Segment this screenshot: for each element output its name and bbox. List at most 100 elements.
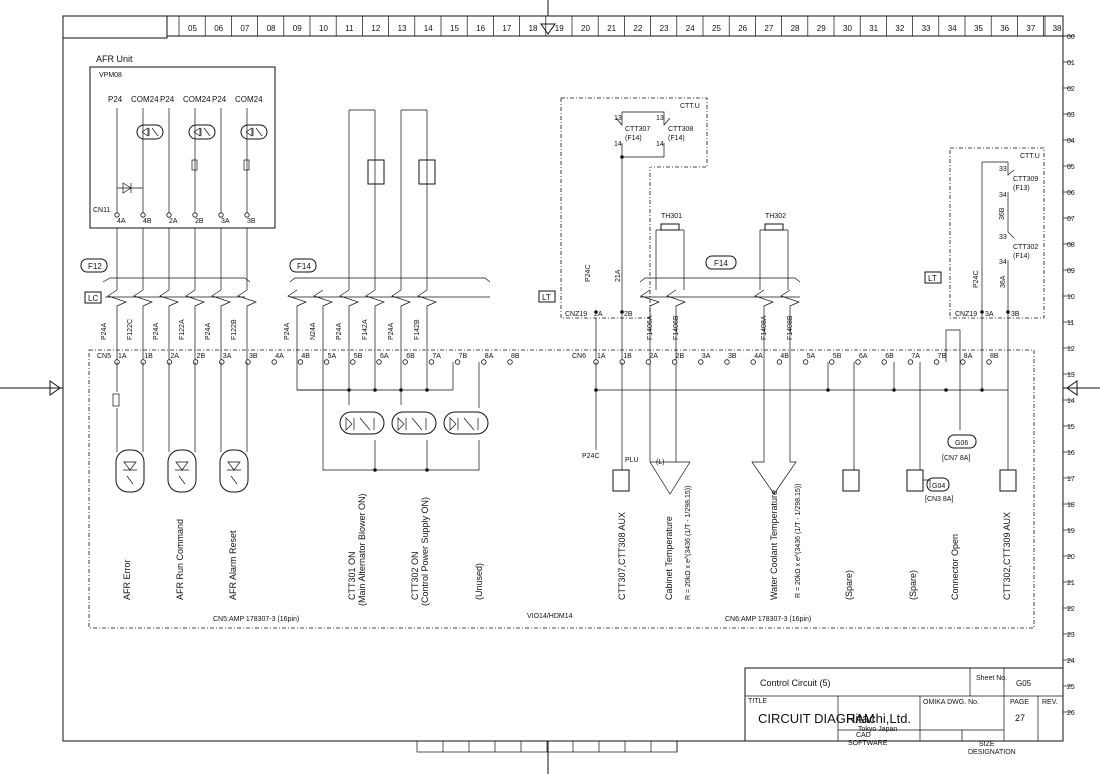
grid-col-label: 29 [817,24,826,33]
board-cn5-label: CN5:AMP 178307-3 (16pin) [213,616,299,623]
afr-pin-4b: 4B [143,218,152,225]
cn5-pin-label: 8B [511,353,520,360]
cn5-pin-6b [402,359,408,365]
afr-pin-3a: 3A [221,218,230,225]
ctt2-pin-3a: 3A [985,311,994,318]
function-label: (Unused) [474,563,484,600]
ctt2-c2-name: CTT302 [1013,244,1038,251]
afr-pin-2a: 2A [169,218,178,225]
opto-afr-run-icon [167,449,197,493]
afr-top-term-4: COM24 [183,95,211,104]
afr-top-term-2: COM24 [131,95,159,104]
grid-col-label: 09 [293,24,302,33]
grid-col-label: 18 [529,24,538,33]
label-g04-ref: [CN3 8A] [925,496,953,503]
grid-col-label: 06 [214,24,223,33]
grid-col-label: 26 [738,24,747,33]
ctt1-c1-name: CTT307 [625,126,650,133]
cn5-pin-label: 7B [459,353,468,360]
cn6-pin-3b [724,359,730,365]
board-name-label: VIO14/HDM14 [527,613,573,620]
cn6-pin-2a [645,359,652,365]
cn5-name: CN5 [97,353,111,360]
cn5-pin-label: 2B [197,353,206,360]
afr-top-term-3: P24 [160,95,175,104]
cn6-pin-6b [881,359,887,365]
afr-pin-2b: 2B [195,218,204,225]
title-cad: CAD [856,732,871,739]
wire-label-cn5: F122C [127,319,134,340]
wire-label-cn5b: F142A [362,319,369,340]
wire-label-cn6: F1408B [787,315,794,340]
grid-col-label: 23 [660,24,669,33]
cn5-pin-3b [245,359,251,365]
th301-label: TH301 [661,213,682,220]
title-rev-caption: REV. [1042,699,1058,706]
wire-label-cn5: P24A [153,323,160,340]
grid-row-label: 14 [1067,398,1075,405]
io-board-outline: CN5:AMP 178307-3 (16pin) VIO14/HDM14 CN6… [88,349,1035,629]
ctt2-mid-label: 36B [999,207,1006,220]
cn5-pin-2a [166,359,173,365]
cn5-pin-3a [219,359,225,365]
ctt2-c2-top: 33 [999,234,1007,241]
cn6-pin-label: 5A [807,353,816,360]
cn6-pin-label: 1B [623,353,632,360]
cn5-pin-label: 5A [328,353,337,360]
label-g04: G04 [932,483,945,490]
cn5-pin-7b [454,359,461,365]
ctt2-title: CTT.U [1020,153,1040,160]
cn5-pin-label: 1B [144,353,153,360]
wire-label-cn5: F122B [231,319,238,340]
wire-label-cn5: P24A [101,323,108,340]
afr-board-label: VPM08 [99,72,122,79]
title-sheet-no: G05 [1016,679,1032,688]
function-label: CTT302 ON [410,551,420,600]
ctt2-c1-name: CTT309 [1013,176,1038,183]
cn5-pin-label: 4A [275,353,284,360]
grid-col-label: 35 [974,24,983,33]
label-g06-ref: [CN7 8A] [942,455,970,462]
cn6-pin-4a [750,359,756,365]
cn6-pin-6a [855,359,861,365]
grid-col-label: 14 [424,24,433,33]
function-label: (Spare) [908,570,918,600]
afr-pin-3b: 3B [247,218,256,225]
grid-col-label: 38 [1053,24,1062,33]
cn5-pin-label: 2A [170,353,179,360]
coolant-formula: R = 20kΩ x e^(3436 (1/T - 1/298.15)) [795,484,802,598]
cn6-pin-label: 6B [885,353,894,360]
cn5-pin-label: 6B [406,353,415,360]
board-optocouplers [115,411,489,493]
tag-f12: F12 [88,262,102,271]
ctt1-c2-sub: (F14) [668,135,685,142]
title-company: Hitachi,Ltd. [846,711,911,726]
grid-col-label: 22 [633,24,642,33]
wire-label-cn6: F1406B [673,315,680,340]
afr-unit-block: AFR Unit VPM08 P24 COM24 P24 COM24 P24 C… [89,54,276,229]
grid-col-label: 21 [607,24,616,33]
ctt2-wire-36a: 36A [1000,275,1007,288]
cn6-pin-label: 2A [649,353,658,360]
cn6-pin-2b [671,359,678,365]
grid-row-label: 16 [1067,450,1075,457]
cn5-pin-5b [350,359,356,365]
grid-row-label: 07 [1067,216,1075,223]
function-sublabel: (Control Power Supply ON) [420,497,430,606]
grid-row-label: 09 [1067,268,1075,275]
tag-f14-right: F14 [714,259,728,268]
wire-label-cn5: P24A [205,323,212,340]
ctt1-c1-top: 13 [614,115,622,122]
opto-afr-error-icon [115,449,145,493]
ctt2-wire-p24c: P24C [973,270,980,288]
cn6-pin-label: 7A [911,353,920,360]
cn6-pin-label: 7B [938,353,947,360]
title-caption: TITLE [748,698,767,705]
cn6-pin-7b [933,359,940,365]
opto-ctt301-icon [339,411,385,435]
bottom-grid-ticks [442,741,678,752]
cn6-pin-label: 5B [833,353,842,360]
function-label: Connector Open [950,534,960,600]
